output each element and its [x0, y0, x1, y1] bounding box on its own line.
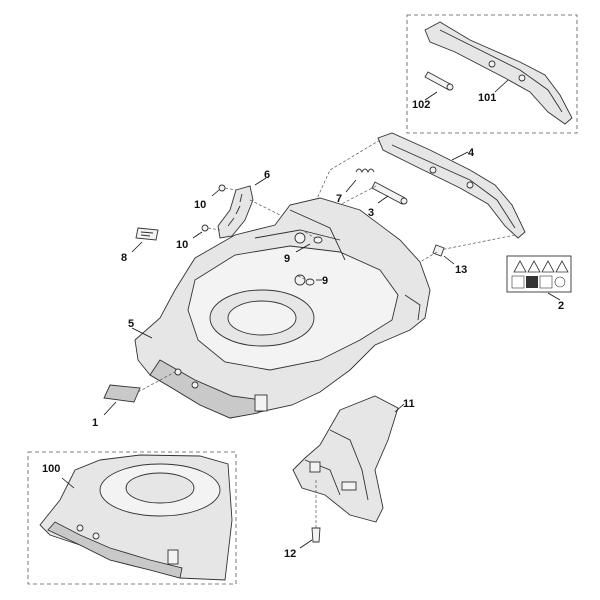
- pin-3: [371, 181, 406, 205]
- callout-2: 2: [558, 300, 564, 312]
- handle-bracket-101: [424, 21, 573, 125]
- callout-6: 6: [264, 169, 270, 181]
- callout-1: 1: [92, 417, 98, 429]
- handle-bracket-4: [377, 132, 526, 239]
- side-bracket-assembly: 10 10 6 8: [121, 169, 281, 264]
- bracket-6: [217, 185, 254, 239]
- screw-13: [432, 244, 445, 257]
- warning-label-2: 2: [506, 255, 572, 312]
- label-1: [103, 384, 141, 403]
- callout-9-upper: 9: [284, 253, 290, 265]
- callout-102: 102: [412, 99, 430, 111]
- callout-7: 7: [336, 193, 342, 205]
- callout-12: 12: [284, 548, 296, 560]
- inset-handle-box: 102 101: [406, 14, 578, 134]
- callout-4: 4: [468, 147, 475, 159]
- spring-7: [355, 168, 375, 174]
- label-1-group: 1 5: [92, 318, 176, 429]
- callout-101: 101: [478, 92, 496, 104]
- screw-13-group: 13: [419, 244, 467, 276]
- callout-11: 11: [403, 398, 415, 410]
- rear-guard-assembly: 11 12: [284, 395, 415, 560]
- callout-100: 100: [42, 463, 60, 475]
- callout-10-lower: 10: [176, 239, 188, 251]
- screw-10-upper: [218, 184, 226, 192]
- handle-assembly: 4 3 7: [304, 132, 526, 251]
- callout-13: 13: [455, 264, 467, 276]
- label-8: [135, 227, 159, 241]
- callout-5: 5: [128, 318, 134, 330]
- mower-deck-5: [134, 197, 431, 419]
- inset-deck-box: 100: [27, 451, 237, 585]
- screw-12: [311, 527, 321, 543]
- callout-8: 8: [121, 252, 127, 264]
- bolts-9: 9 9: [284, 231, 328, 287]
- guard-11: [292, 395, 399, 523]
- screw-10-lower: [201, 224, 209, 232]
- callout-9-lower: 9: [322, 275, 328, 287]
- callout-10-upper: 10: [194, 199, 206, 211]
- callout-3: 3: [368, 207, 374, 219]
